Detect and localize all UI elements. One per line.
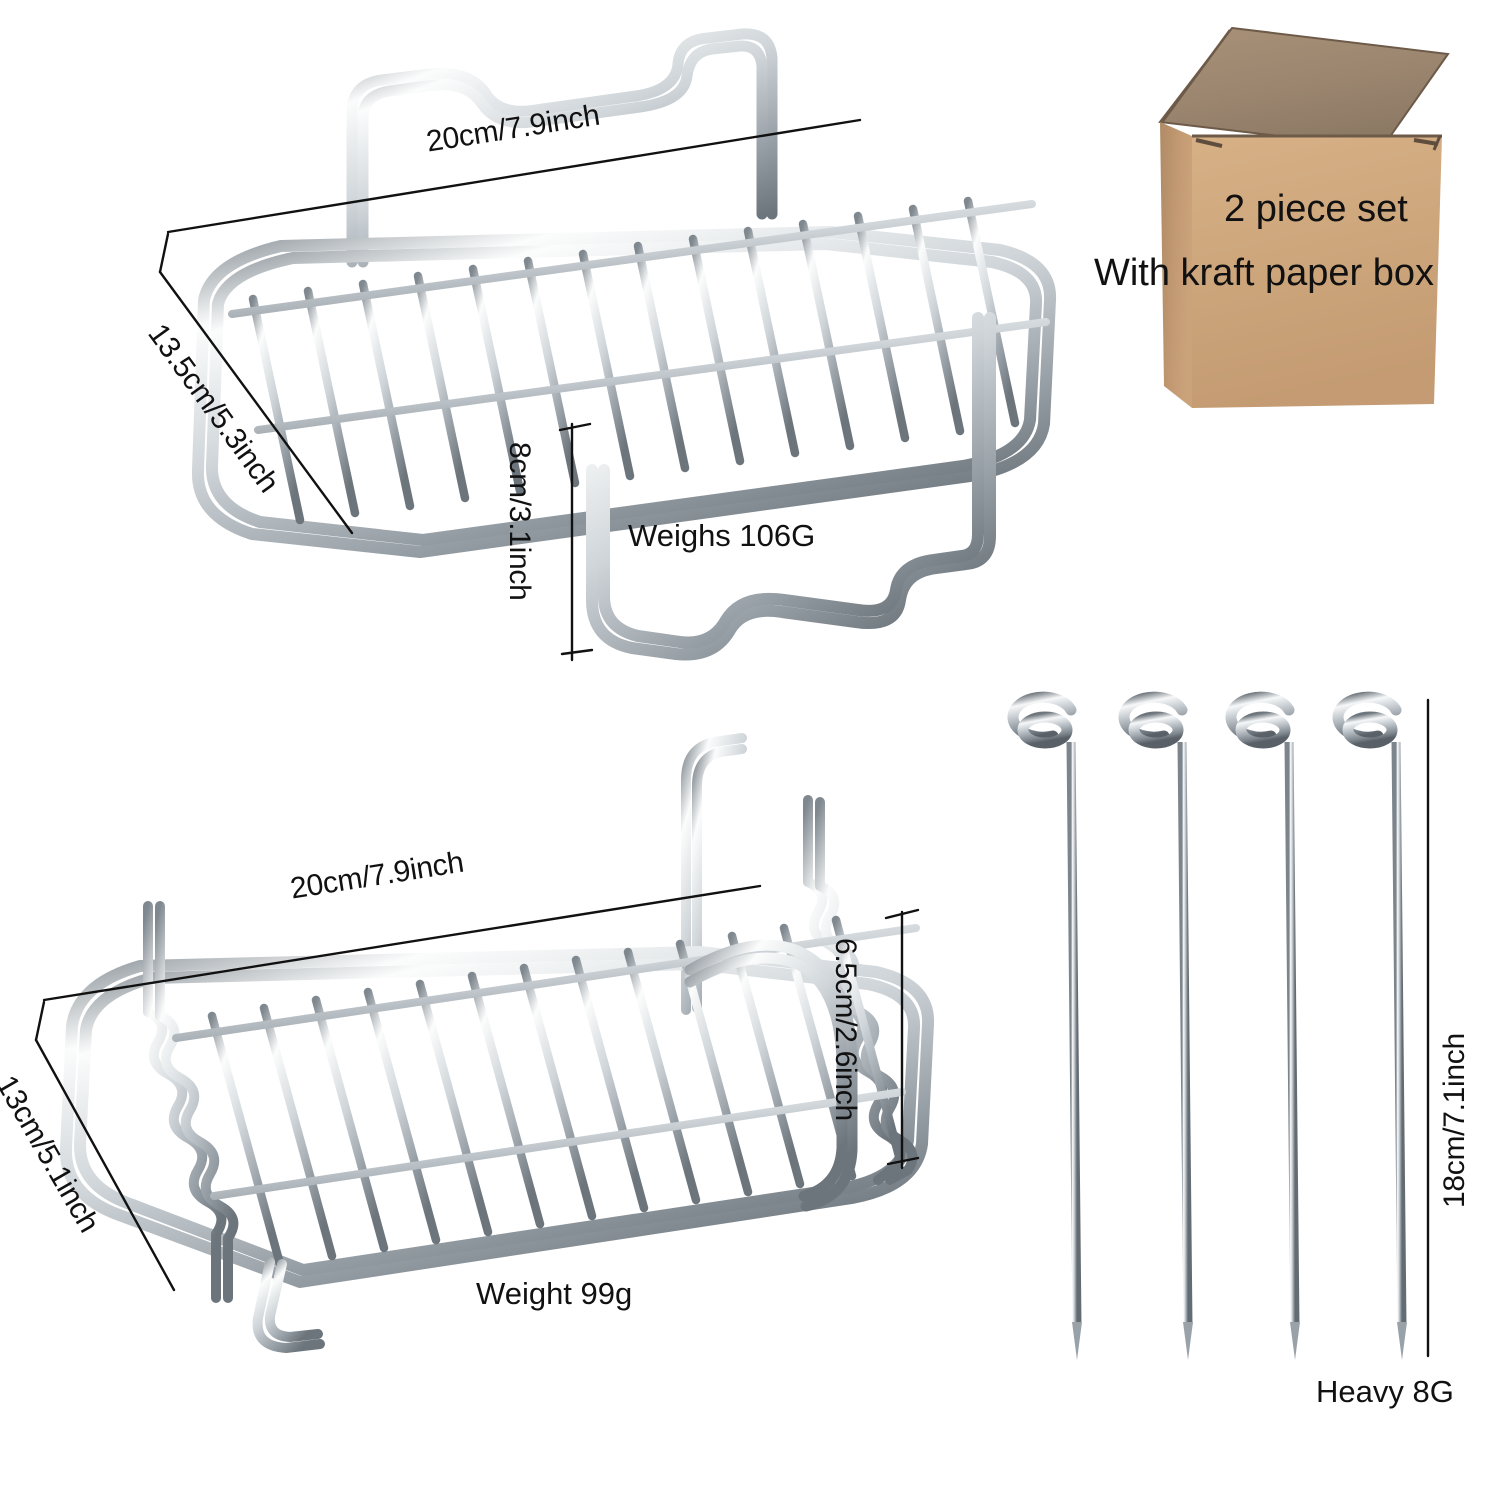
top-rack-front-handle	[586, 312, 996, 661]
kraft-box-top-face	[1158, 26, 1450, 150]
top-rack-height-label: 8cm/3.1inch	[503, 442, 536, 601]
bottom-rack-dimension-lines	[34, 884, 920, 1292]
bottom-rack-height-label: 6.5cm/2.6inch	[829, 938, 862, 1121]
skewer-4	[1332, 691, 1407, 1360]
skewers-illustration	[1007, 691, 1430, 1360]
bottom-rack-wavy-side-rails	[143, 795, 918, 1303]
skewer-length-label: 18cm/7.1inch	[1438, 1033, 1471, 1208]
kraft-box-line2: With kraft paper box	[1094, 252, 1435, 294]
bottom-rack-deck-frame	[59, 946, 935, 1288]
bottom-rack-right-post	[681, 733, 747, 1015]
skewer-weight-label: Heavy 8G	[1316, 1374, 1454, 1409]
kraft-box-line1: 2 piece set	[1224, 188, 1408, 230]
top-rack-cross-rails	[228, 200, 1050, 434]
bottom-rack-illustration	[34, 733, 935, 1353]
top-rack-grid-bars	[248, 196, 1020, 525]
skewer-2	[1118, 691, 1193, 1360]
bottom-rack-left-foot	[252, 1257, 325, 1353]
bottom-rack-grid-bars	[207, 915, 905, 1269]
bottom-rack-right-handle-loop	[684, 939, 858, 1212]
kraft-box-side-face	[1160, 122, 1192, 408]
bottom-rack-weight-label: Weight 99g	[476, 1276, 633, 1311]
skewer-3	[1225, 691, 1300, 1360]
top-rack-dimension-lines	[158, 118, 862, 662]
kraft-box-front-face	[1192, 136, 1442, 408]
top-rack-illustration	[158, 28, 1057, 662]
top-rack-deck-frame	[191, 226, 1057, 558]
top-rack-back-handle	[346, 28, 778, 268]
kraft-box-illustration	[1158, 26, 1450, 408]
skewer-1	[1007, 691, 1082, 1360]
top-rack-weight-label: Weighs 106G	[628, 518, 816, 553]
